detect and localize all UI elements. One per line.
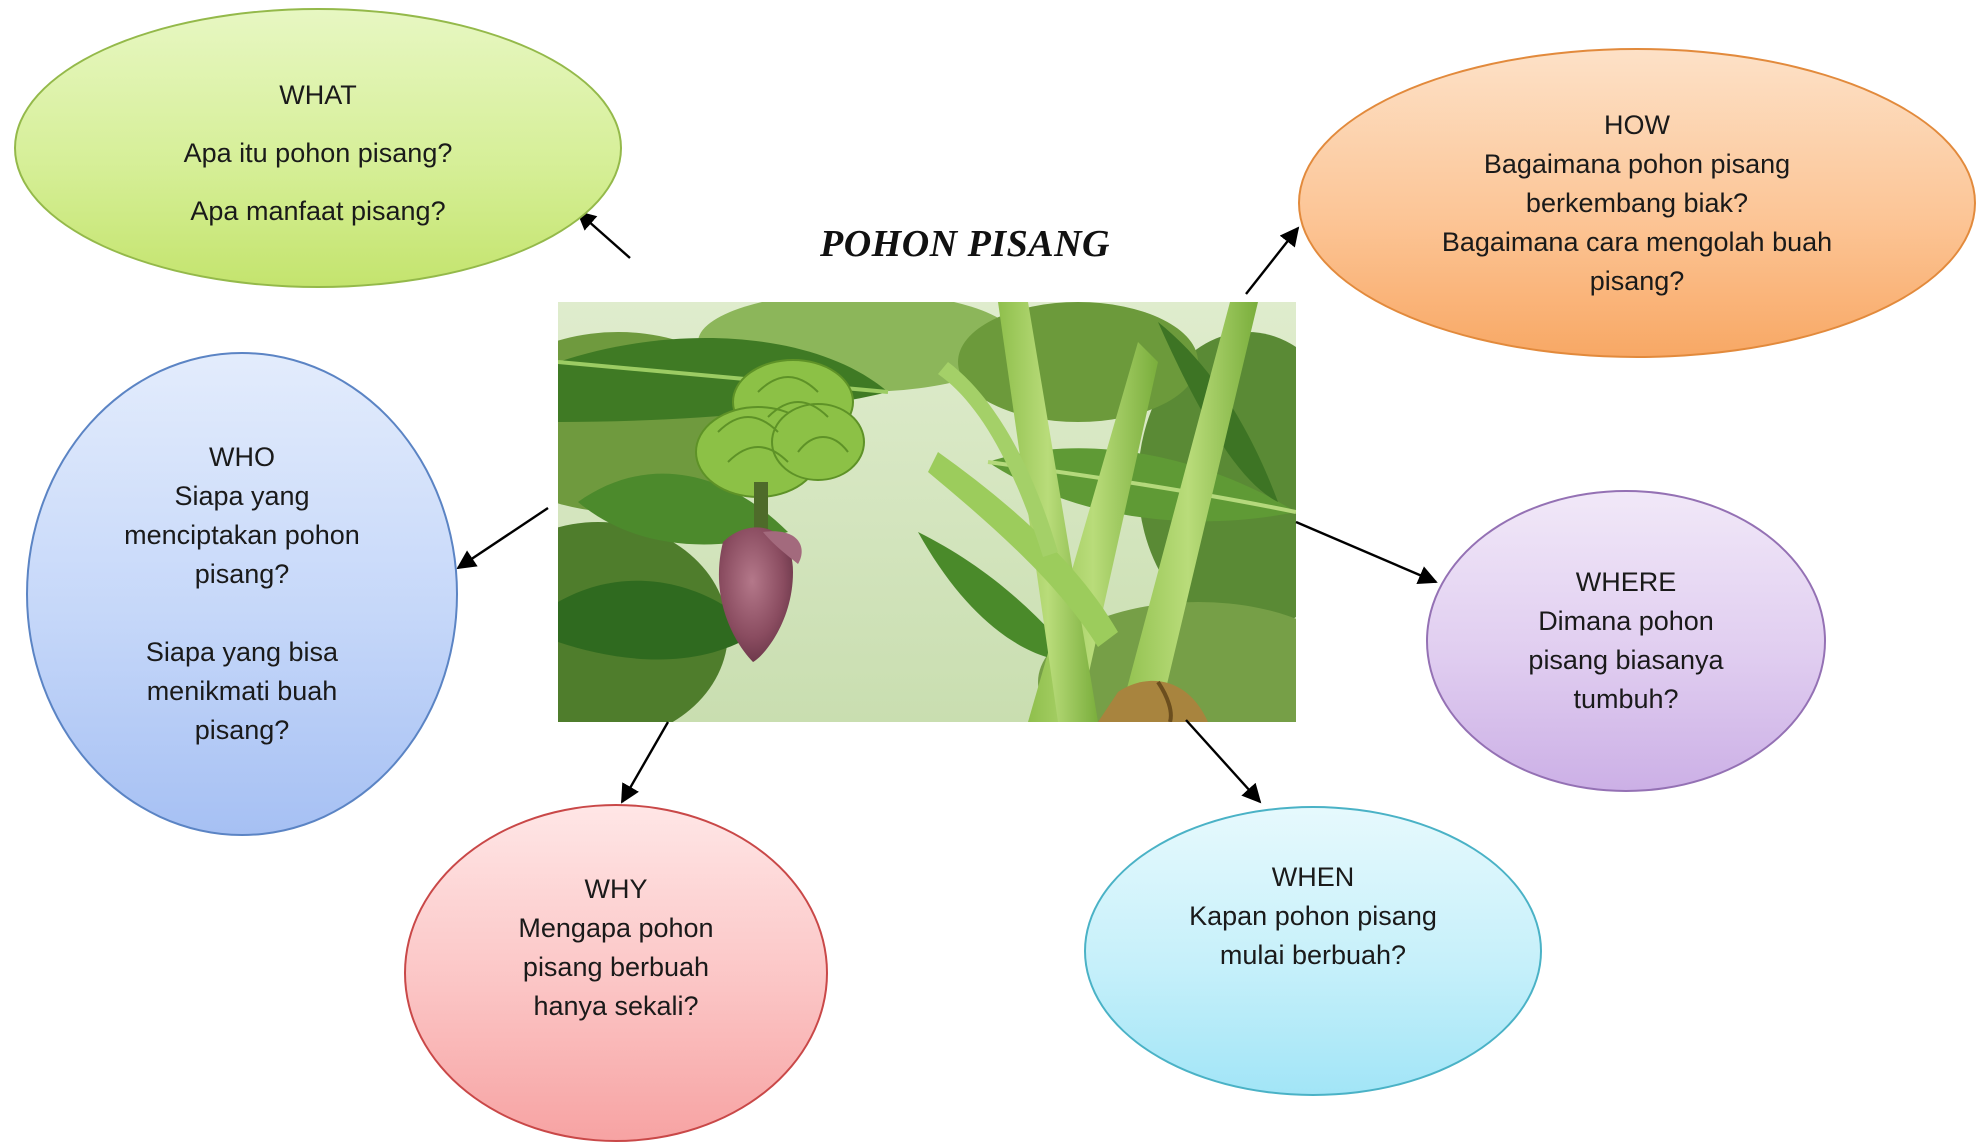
node-when: WHEN Kapan pohon pisang mulai berbuah? [1084,806,1542,1096]
arrow-to-how [1245,226,1300,295]
node-why-heading: WHY [584,874,648,904]
node-when-line: mulai berbuah? [1219,940,1407,970]
node-how-heading: HOW [1604,109,1670,140]
node-when-heading: WHEN [1271,862,1355,892]
node-who-heading: WHO [209,442,275,472]
node-who-line: pisang? [194,559,290,589]
node-why-line: Mengapa pohon [518,913,714,943]
node-where: WHERE Dimana pohon pisang biasanya tumbu… [1426,490,1826,792]
node-why-line: hanya sekali? [533,991,699,1021]
node-where-heading: WHERE [1575,567,1677,597]
node-where-line: pisang biasanya [1528,645,1724,675]
arrow-to-why [620,721,670,804]
arrow-to-where [1295,520,1438,585]
node-who-line: menikmati buah [146,676,338,706]
node-what: WHAT Apa itu pohon pisang? Apa manfaat p… [14,8,622,288]
arrow-to-who [456,507,549,570]
node-where-line: Dimana pohon [1538,606,1714,636]
node-who: WHO Siapa yang menciptakan pohon pisang?… [26,352,458,836]
node-why-line: pisang berbuah [522,952,710,982]
node-why: WHY Mengapa pohon pisang berbuah hanya s… [404,804,828,1142]
arrow-to-what [576,210,631,259]
node-who-line: menciptakan pohon [124,520,360,550]
arrow-to-when [1185,719,1262,804]
node-where-line: tumbuh? [1573,684,1679,714]
node-how-line: Bagaimana cara mengolah buah [1441,226,1833,257]
node-how-line: Bagaimana pohon pisang [1483,148,1791,179]
node-how-line: berkembang biak? [1525,187,1749,218]
node-how-line: pisang? [1589,265,1685,296]
node-when-line: Kapan pohon pisang [1189,901,1437,931]
node-who-line: Siapa yang bisa [145,637,339,667]
banana-tree-photo [558,302,1296,722]
node-what-line: Apa manfaat pisang? [190,196,446,226]
node-who-line: Siapa yang [174,481,310,511]
diagram-title: POHON PISANG [820,223,1110,265]
node-how: HOW Bagaimana pohon pisang berkembang bi… [1298,48,1976,358]
node-what-heading: WHAT [279,80,357,110]
node-what-line: Apa itu pohon pisang? [183,138,453,168]
node-who-line: pisang? [194,715,290,745]
